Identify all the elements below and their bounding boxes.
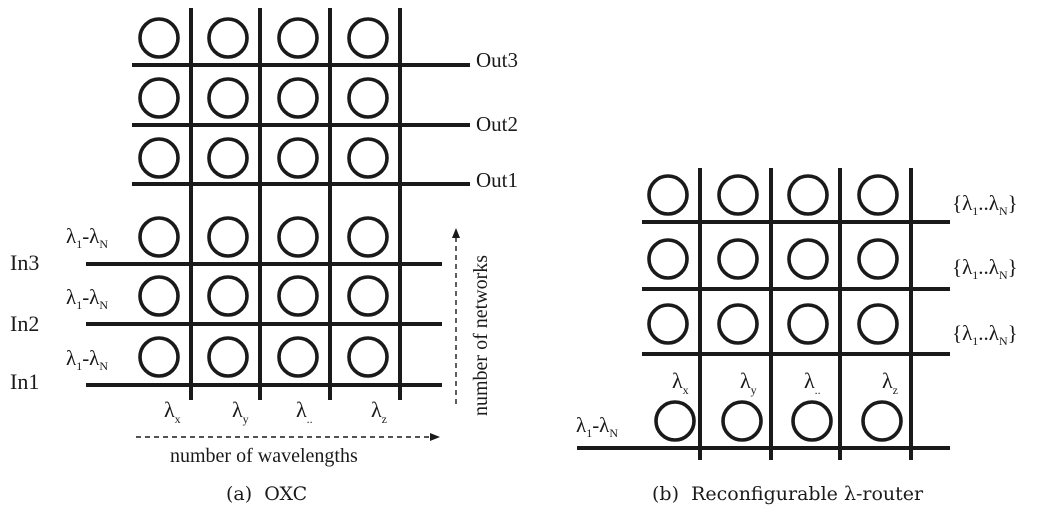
oxc-xaxis-label: number of wavelengths	[170, 445, 358, 467]
router-ring	[647, 238, 689, 280]
router-lambda-dots-label: λ..	[804, 368, 821, 397]
oxc-ring	[207, 137, 249, 179]
oxc-ring	[138, 137, 180, 179]
oxc-lambda-x-label: λx	[164, 397, 181, 426]
oxc-ring	[138, 275, 180, 317]
oxc-ring	[207, 275, 249, 317]
oxc-diagram: Out3 Out2 Out1 In3 In2 In1 λ1-λN λ1-λN λ…	[10, 8, 518, 505]
oxc-in2-wavelength-range: λ1-λN	[66, 285, 108, 312]
oxc-ring	[207, 336, 249, 378]
router-ring	[791, 400, 833, 442]
oxc-ring	[138, 336, 180, 378]
router-ring	[857, 303, 899, 345]
oxc-in1-label: In1	[10, 369, 39, 394]
router-ring	[857, 238, 899, 280]
oxc-ring	[138, 77, 180, 119]
router-ring	[647, 174, 689, 216]
oxc-ring	[347, 17, 389, 59]
oxc-ring-grid	[138, 17, 389, 378]
oxc-ring	[277, 216, 319, 258]
oxc-ring	[277, 77, 319, 119]
oxc-ring	[347, 275, 389, 317]
oxc-ring	[207, 17, 249, 59]
oxc-ring	[347, 336, 389, 378]
router-ring	[787, 174, 829, 216]
oxc-ring	[277, 275, 319, 317]
oxc-wavelength-axis-arrow	[136, 433, 440, 441]
oxc-in3-wavelength-range: λ1-λN	[66, 224, 108, 251]
router-ring	[717, 174, 759, 216]
router-caption: (b) Reconfigurable λ-router	[652, 483, 924, 505]
oxc-ring	[277, 17, 319, 59]
oxc-lambda-y-label: λy	[232, 397, 249, 426]
oxc-ring	[138, 216, 180, 258]
router-output-set-1: {λ1..λN}	[952, 191, 1018, 218]
router-ring	[787, 238, 829, 280]
oxc-ring	[138, 17, 180, 59]
oxc-lambda-dots-label: λ..	[296, 397, 313, 426]
oxc-ring	[207, 216, 249, 258]
router-ring	[721, 400, 763, 442]
router-output-set-3: {λ1..λN}	[952, 321, 1018, 348]
router-ring	[787, 303, 829, 345]
router-ring	[654, 400, 696, 442]
router-output-set-2: {λ1..λN}	[952, 255, 1018, 282]
oxc-ring	[277, 137, 319, 179]
router-ring	[717, 238, 759, 280]
router-ring-grid	[647, 174, 903, 442]
oxc-out1-label: Out1	[476, 168, 518, 192]
oxc-ring	[347, 77, 389, 119]
router-diagram: λx λy λ.. λz λ1-λN {λ1..λN} {λ1..λN} {λ1…	[576, 168, 1018, 505]
oxc-out2-label: Out2	[476, 112, 518, 136]
oxc-in1-wavelength-range: λ1-λN	[66, 346, 108, 373]
oxc-ring	[207, 77, 249, 119]
router-lambda-x-label: λx	[672, 368, 689, 397]
oxc-in3-label: In3	[10, 250, 39, 275]
router-lambda-z-label: λz	[882, 368, 898, 397]
router-ring	[647, 303, 689, 345]
router-ring	[857, 174, 899, 216]
oxc-in2-label: In2	[10, 311, 39, 336]
oxc-network-axis-arrow	[452, 228, 460, 404]
router-ring	[861, 400, 903, 442]
oxc-ring	[347, 216, 389, 258]
oxc-ring	[347, 137, 389, 179]
oxc-caption: (a) OXC	[226, 483, 307, 505]
oxc-out3-label: Out3	[476, 48, 518, 72]
router-input-wavelength-range: λ1-λN	[576, 413, 618, 440]
oxc-yaxis-label: number of networks	[470, 255, 492, 416]
router-lambda-y-label: λy	[740, 368, 757, 397]
router-ring	[717, 303, 759, 345]
oxc-ring	[277, 336, 319, 378]
oxc-lambda-z-label: λz	[371, 397, 387, 426]
